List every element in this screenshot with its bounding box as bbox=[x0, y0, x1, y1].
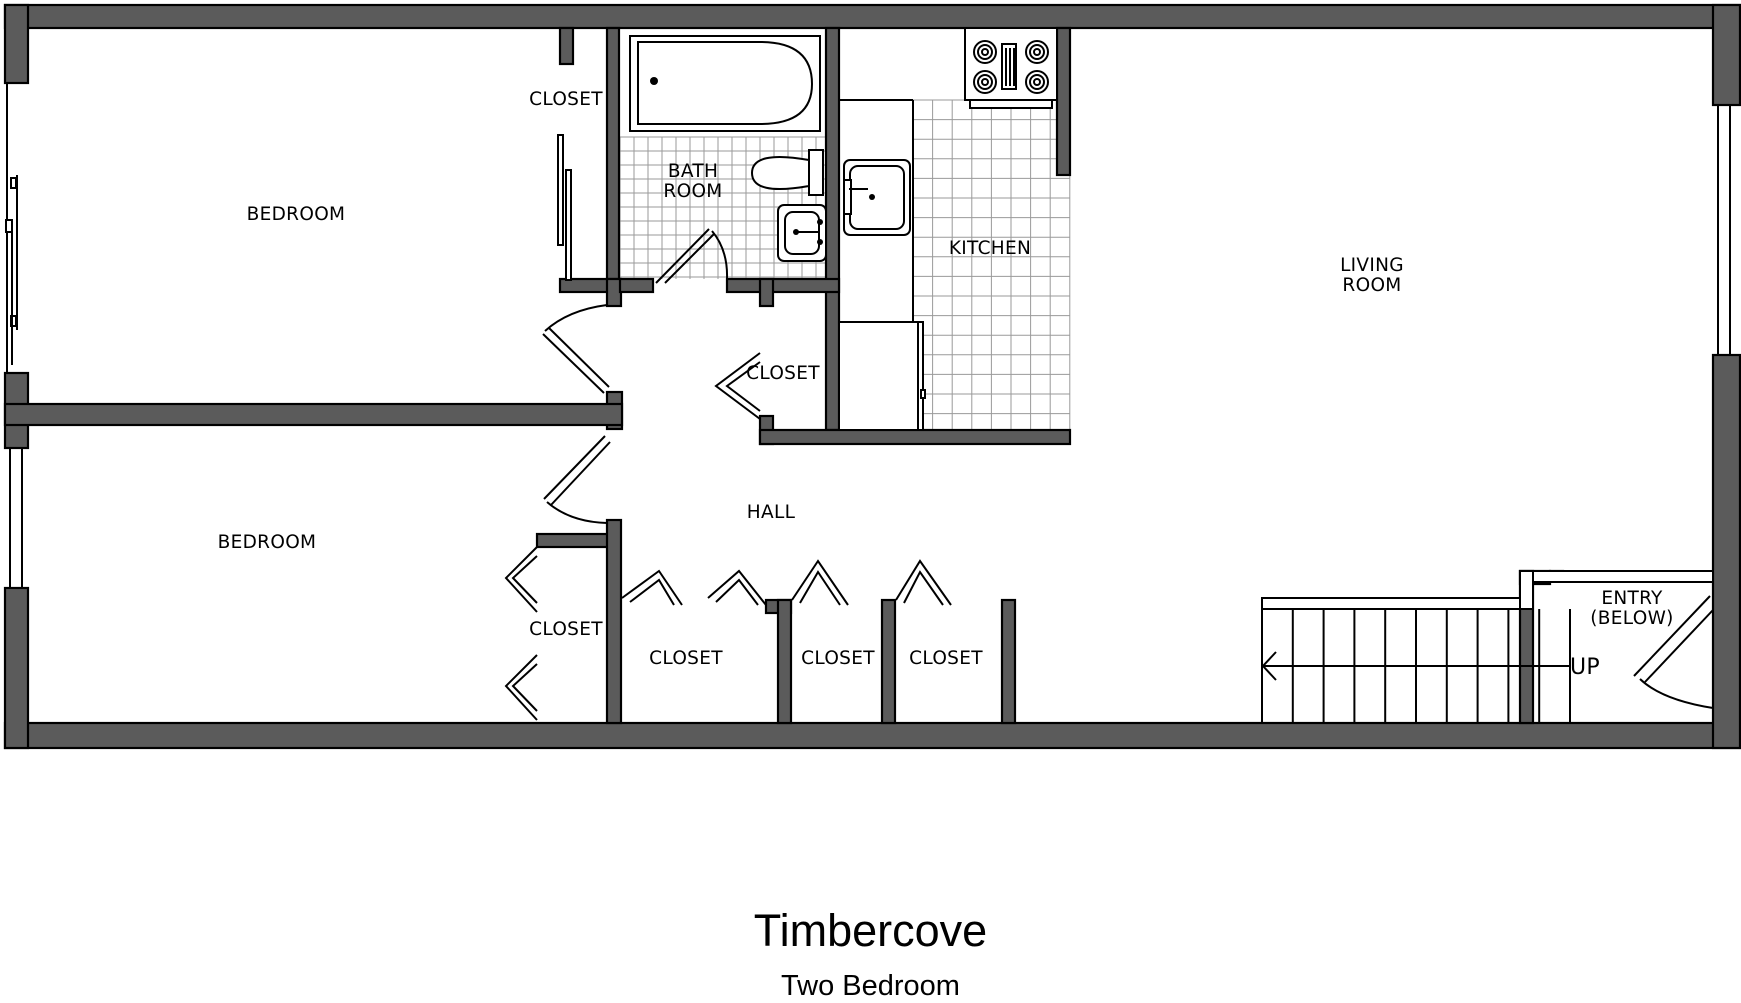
entry-label-line1: ENTRY bbox=[1601, 588, 1663, 609]
burner-icon bbox=[977, 74, 993, 90]
window-bedroom-2 bbox=[9, 448, 23, 588]
living-room-label-line2: ROOM bbox=[1342, 275, 1401, 296]
burner-icon bbox=[981, 48, 989, 56]
closet-3-bifold-door[interactable] bbox=[504, 546, 538, 721]
closet-3-label: CLOSET bbox=[529, 619, 603, 640]
stairs-up-label: UP bbox=[1570, 655, 1600, 680]
burner-icon bbox=[973, 40, 997, 64]
window-bedroom-1 bbox=[5, 83, 18, 373]
bath-label-line2: ROOM bbox=[663, 181, 722, 202]
bedroom-2-door[interactable] bbox=[543, 435, 611, 524]
kitchen-tile-floor bbox=[912, 99, 1071, 430]
closet-4-label: CLOSET bbox=[649, 648, 723, 669]
closet-1-label: CLOSET bbox=[529, 89, 603, 110]
entry-door[interactable] bbox=[1633, 595, 1714, 709]
closet-2-bifold-door[interactable] bbox=[714, 352, 761, 420]
closet-5-label: CLOSET bbox=[801, 648, 875, 669]
exterior-walls bbox=[3, 3, 1741, 750]
closet-2-label: CLOSET bbox=[746, 363, 820, 384]
stove bbox=[964, 27, 1058, 109]
burner-icon bbox=[1029, 74, 1045, 90]
bedroom-2-label: BEDROOM bbox=[218, 532, 317, 553]
closet-6-bifold-door[interactable] bbox=[895, 559, 952, 606]
plan-name: Timbercove bbox=[753, 905, 988, 956]
burner-icon bbox=[1025, 70, 1049, 94]
stair-rail bbox=[1261, 570, 1714, 610]
kitchen-counter bbox=[839, 99, 914, 430]
closet-6-label: CLOSET bbox=[909, 648, 983, 669]
burner-icon bbox=[1025, 40, 1049, 64]
living-room-label-line1: LIVING bbox=[1340, 255, 1404, 276]
stairs: UP bbox=[1261, 609, 1600, 723]
bath-door[interactable] bbox=[655, 228, 729, 284]
window-living-room bbox=[1717, 105, 1731, 355]
kitchen-label: KITCHEN bbox=[949, 238, 1031, 259]
burner-icon bbox=[1033, 78, 1041, 86]
hall-label: HALL bbox=[747, 502, 796, 523]
burner-icon bbox=[1029, 44, 1045, 60]
bath-sink bbox=[777, 204, 827, 262]
bathtub bbox=[629, 35, 821, 132]
windows bbox=[5, 83, 1731, 588]
refrigerator bbox=[838, 321, 926, 431]
entry-label-line2: (BELOW) bbox=[1590, 608, 1673, 629]
bedroom-1-label: BEDROOM bbox=[247, 204, 346, 225]
interior-walls bbox=[3, 26, 1565, 725]
closet-4-bifold-door[interactable] bbox=[621, 569, 767, 606]
burner-icon bbox=[973, 70, 997, 94]
closet-1-sliding-door[interactable] bbox=[557, 134, 572, 281]
room-labels: BEDROOM CLOSET BATH ROOM KITCHEN LIVING … bbox=[218, 89, 1674, 669]
burner-icon bbox=[977, 44, 993, 60]
closet-5-bifold-door[interactable] bbox=[791, 559, 849, 606]
plan-type: Two Bedroom bbox=[781, 970, 960, 1002]
bath-label-line1: BATH bbox=[668, 161, 718, 182]
burner-icon bbox=[1033, 48, 1041, 56]
burner-icon bbox=[981, 78, 989, 86]
toilet bbox=[750, 149, 824, 196]
bedroom-1-door[interactable] bbox=[542, 304, 610, 394]
